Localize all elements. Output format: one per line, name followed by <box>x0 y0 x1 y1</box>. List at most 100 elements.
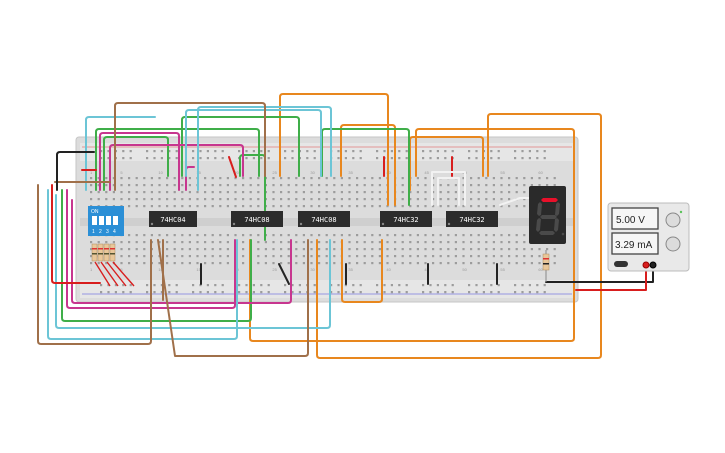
jumper-wire[interactable] <box>499 197 530 206</box>
column-number: 55 <box>500 267 505 272</box>
jumper-wire[interactable] <box>575 267 647 291</box>
negative-terminal[interactable] <box>649 261 657 269</box>
column-number: 25 <box>272 267 277 272</box>
column-number: 55 <box>500 170 505 175</box>
jumper-wire[interactable] <box>114 102 266 191</box>
segment-c <box>554 218 559 232</box>
chip-label: 74HC32 <box>459 216 484 224</box>
chip-label: 74HC08 <box>311 216 336 224</box>
current-display <box>611 232 659 255</box>
column-number: 50 <box>462 267 467 272</box>
column-number: 5 <box>120 267 123 272</box>
segment-dp <box>561 232 565 236</box>
dip-toggle-2[interactable] <box>99 216 104 225</box>
jumper-wire[interactable] <box>545 267 654 283</box>
chip-74hc08-b[interactable]: 74HC08 <box>298 211 350 227</box>
jumper-wire[interactable] <box>409 136 484 191</box>
jumper-wire[interactable] <box>185 109 322 177</box>
jumper-wire[interactable] <box>249 128 575 342</box>
segment-g <box>540 215 557 219</box>
jumper-wire[interactable] <box>181 116 300 177</box>
voltage-display <box>611 207 659 230</box>
jumper-wire[interactable] <box>51 184 101 284</box>
chip-74hc32-a[interactable]: 74HC32 <box>380 211 432 227</box>
column-number: 1 <box>90 267 93 272</box>
segment-b <box>555 202 560 216</box>
dip-switch[interactable]: ON 1 2 3 4 <box>88 206 124 236</box>
column-number: 25 <box>272 170 277 175</box>
jumper-wire[interactable] <box>95 128 260 191</box>
column-number: 30 <box>310 170 315 175</box>
chip-74hc04[interactable]: 74HC04 <box>149 211 197 227</box>
voltage-readout: 5.00 V <box>616 215 645 226</box>
dip-on-label: ON <box>91 209 99 215</box>
resistor-1[interactable] <box>91 243 98 262</box>
voltage-knob[interactable] <box>665 212 681 228</box>
dip-toggle-3[interactable] <box>106 216 111 225</box>
column-number: 60 <box>538 170 543 175</box>
current-readout: 3.29 mA <box>615 240 653 251</box>
jumper-wire[interactable] <box>56 151 95 191</box>
resistor-2[interactable] <box>97 243 104 262</box>
chip-74hc08-a[interactable]: 74HC08 <box>231 211 283 227</box>
segment-d <box>539 231 555 235</box>
dip-toggle-4[interactable] <box>113 216 118 225</box>
wire-layer <box>37 93 654 359</box>
jumper-wire[interactable] <box>99 132 180 191</box>
jumper-wire[interactable] <box>55 194 331 329</box>
column-number: 35 <box>348 170 353 175</box>
column-number: 60 <box>538 267 543 272</box>
jumper-wire[interactable] <box>431 171 466 206</box>
jumper-wire[interactable] <box>85 116 156 191</box>
jumper-wire[interactable] <box>228 156 237 178</box>
column-number: 10 <box>158 267 163 272</box>
dip-position-2: 2 <box>99 229 102 235</box>
jumper-wire[interactable] <box>321 128 410 206</box>
jumper-wire[interactable] <box>279 93 389 206</box>
dip-position-3: 3 <box>106 229 109 235</box>
jumper-wire[interactable] <box>37 184 152 345</box>
resistor-4[interactable] <box>109 243 116 262</box>
resistor-3[interactable] <box>103 243 110 262</box>
current-knob[interactable] <box>665 236 681 252</box>
jumper-wire[interactable] <box>341 239 383 303</box>
column-number: 1 <box>90 170 93 175</box>
chip-label: 74HC08 <box>244 216 269 224</box>
display-resistor[interactable] <box>542 250 550 282</box>
seven-segment-display[interactable] <box>529 186 566 244</box>
jumper-wire[interactable] <box>340 124 396 206</box>
column-number: 30 <box>310 267 315 272</box>
jumper-wire[interactable] <box>316 113 602 359</box>
segment-a <box>541 198 558 202</box>
column-number: 40 <box>386 170 391 175</box>
dip-toggle-1[interactable] <box>92 216 97 225</box>
column-number: 35 <box>348 267 353 272</box>
column-number: 5 <box>120 170 123 175</box>
chip-74hc32-b[interactable]: 74HC32 <box>446 211 498 227</box>
jumper-wire[interactable] <box>61 189 252 322</box>
column-number: 40 <box>386 267 391 272</box>
segment-f <box>537 202 542 216</box>
dip-position-4: 4 <box>113 229 116 235</box>
chip-label: 74HC04 <box>160 216 185 224</box>
column-number: 20 <box>234 170 239 175</box>
jumper-wire[interactable] <box>47 189 238 340</box>
column-number: 10 <box>158 170 163 175</box>
column-number: 15 <box>196 170 201 175</box>
pull-down-resistors[interactable] <box>91 243 135 287</box>
chip-label: 74HC32 <box>393 216 418 224</box>
power-switch[interactable] <box>614 261 628 267</box>
jumper-wire[interactable] <box>437 177 460 206</box>
dip-position-1: 1 <box>92 229 95 235</box>
column-number: 45 <box>424 170 429 175</box>
column-number: 15 <box>196 267 201 272</box>
jumper-wire[interactable] <box>103 136 169 191</box>
jumper-wire[interactable] <box>109 144 244 191</box>
jumper-wire[interactable] <box>71 199 292 304</box>
positive-terminal[interactable] <box>642 261 650 269</box>
power-supply[interactable]: 5.00 V 3.29 mA <box>607 202 690 272</box>
segment-e <box>536 218 541 232</box>
jumper-wire[interactable] <box>278 263 290 285</box>
jumper-wire[interactable] <box>157 239 309 357</box>
